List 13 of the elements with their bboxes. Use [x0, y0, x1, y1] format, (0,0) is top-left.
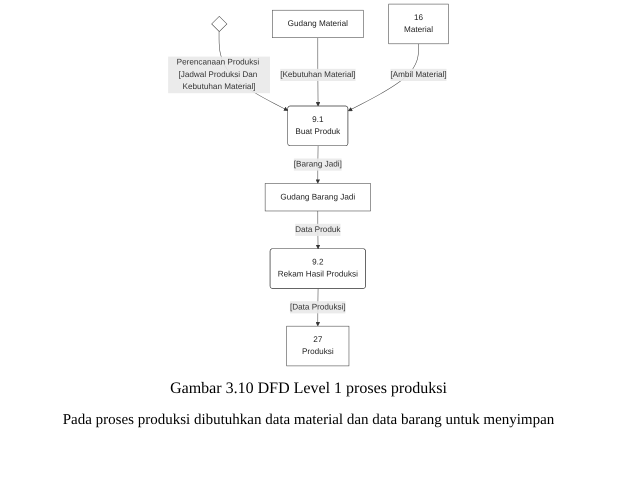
figure-caption: Gambar 3.10 DFD Level 1 proses produksi — [170, 380, 447, 398]
node-box: Gudang Barang Jadi — [265, 183, 372, 212]
node-box: 27 Produksi — [286, 326, 350, 366]
body-text: Pada proses produksi dibutuhkan data material dan data barang untuk menyimpan — [62, 412, 554, 429]
edge-label: [Kebutuhan Material] — [280, 70, 356, 79]
node-diamond — [212, 16, 228, 32]
edge-label: Perencanaan Produksi [Jadwal Produksi Dan Kebutuhan Material] — [176, 58, 260, 92]
edge-label: Data Produk — [295, 225, 341, 234]
node-box: Gudang Material — [272, 10, 364, 38]
edge-label: [Data Produksi] — [290, 302, 346, 312]
node-box: 16 Material — [388, 4, 449, 44]
edge-label: [Ambil Material] — [390, 70, 447, 79]
edge-label: [Barang Jadi] — [294, 160, 342, 169]
